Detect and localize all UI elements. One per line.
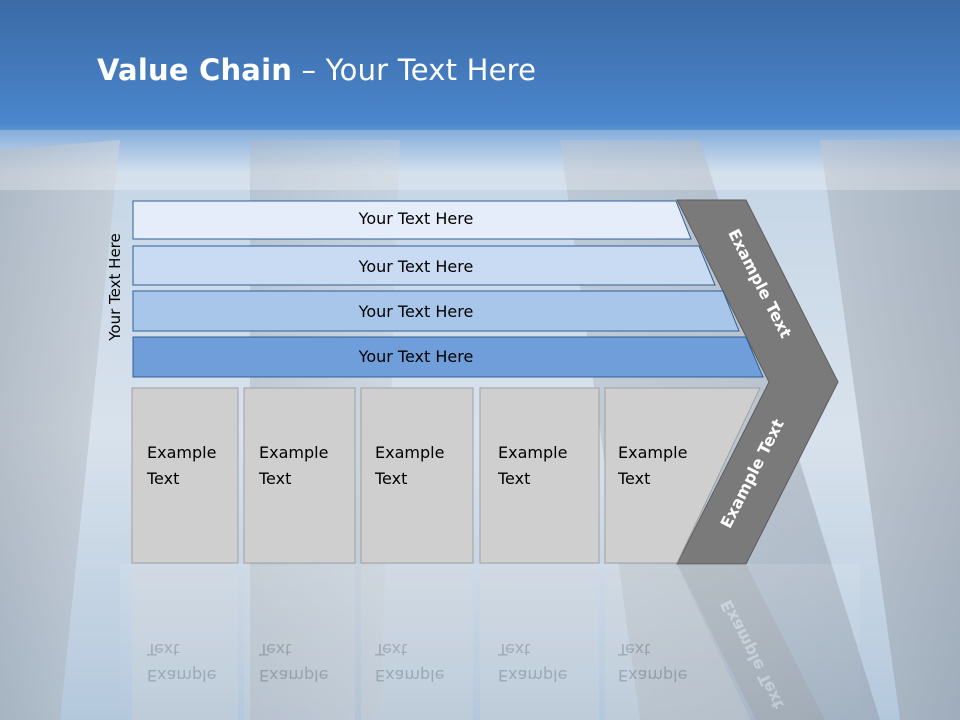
bar-3	[132, 290, 740, 332]
bar-1	[132, 200, 692, 240]
box-1-line2: Text	[146, 469, 179, 488]
box-3	[360, 387, 474, 564]
box-4-line2: Text	[497, 469, 530, 488]
box-2-line1: Example	[259, 443, 328, 462]
box-1-line1: Example	[147, 443, 216, 462]
title-rest: – Your Text Here	[292, 53, 537, 87]
bar-4-label: Your Text Here	[358, 347, 474, 366]
box-5-line1: Example	[618, 443, 687, 462]
box-3-line2: Text	[374, 469, 407, 488]
bar-2-label: Your Text Here	[358, 257, 474, 276]
bar-2	[132, 245, 716, 286]
bar-4	[132, 336, 764, 378]
box-2-line2: Text	[258, 469, 291, 488]
title-bold: Value Chain	[97, 53, 293, 87]
box-1	[131, 387, 239, 564]
box-4	[479, 387, 600, 564]
bar-1-label: Your Text Here	[358, 209, 474, 228]
box-5-line2: Text	[617, 469, 650, 488]
bar-3-label: Your Text Here	[358, 302, 474, 321]
box-2	[243, 387, 356, 564]
slide-title: Value Chain – Your Text Here	[97, 53, 536, 87]
box-4-line1: Example	[498, 443, 567, 462]
box-5	[604, 387, 761, 564]
box-3-line1: Example	[375, 443, 444, 462]
